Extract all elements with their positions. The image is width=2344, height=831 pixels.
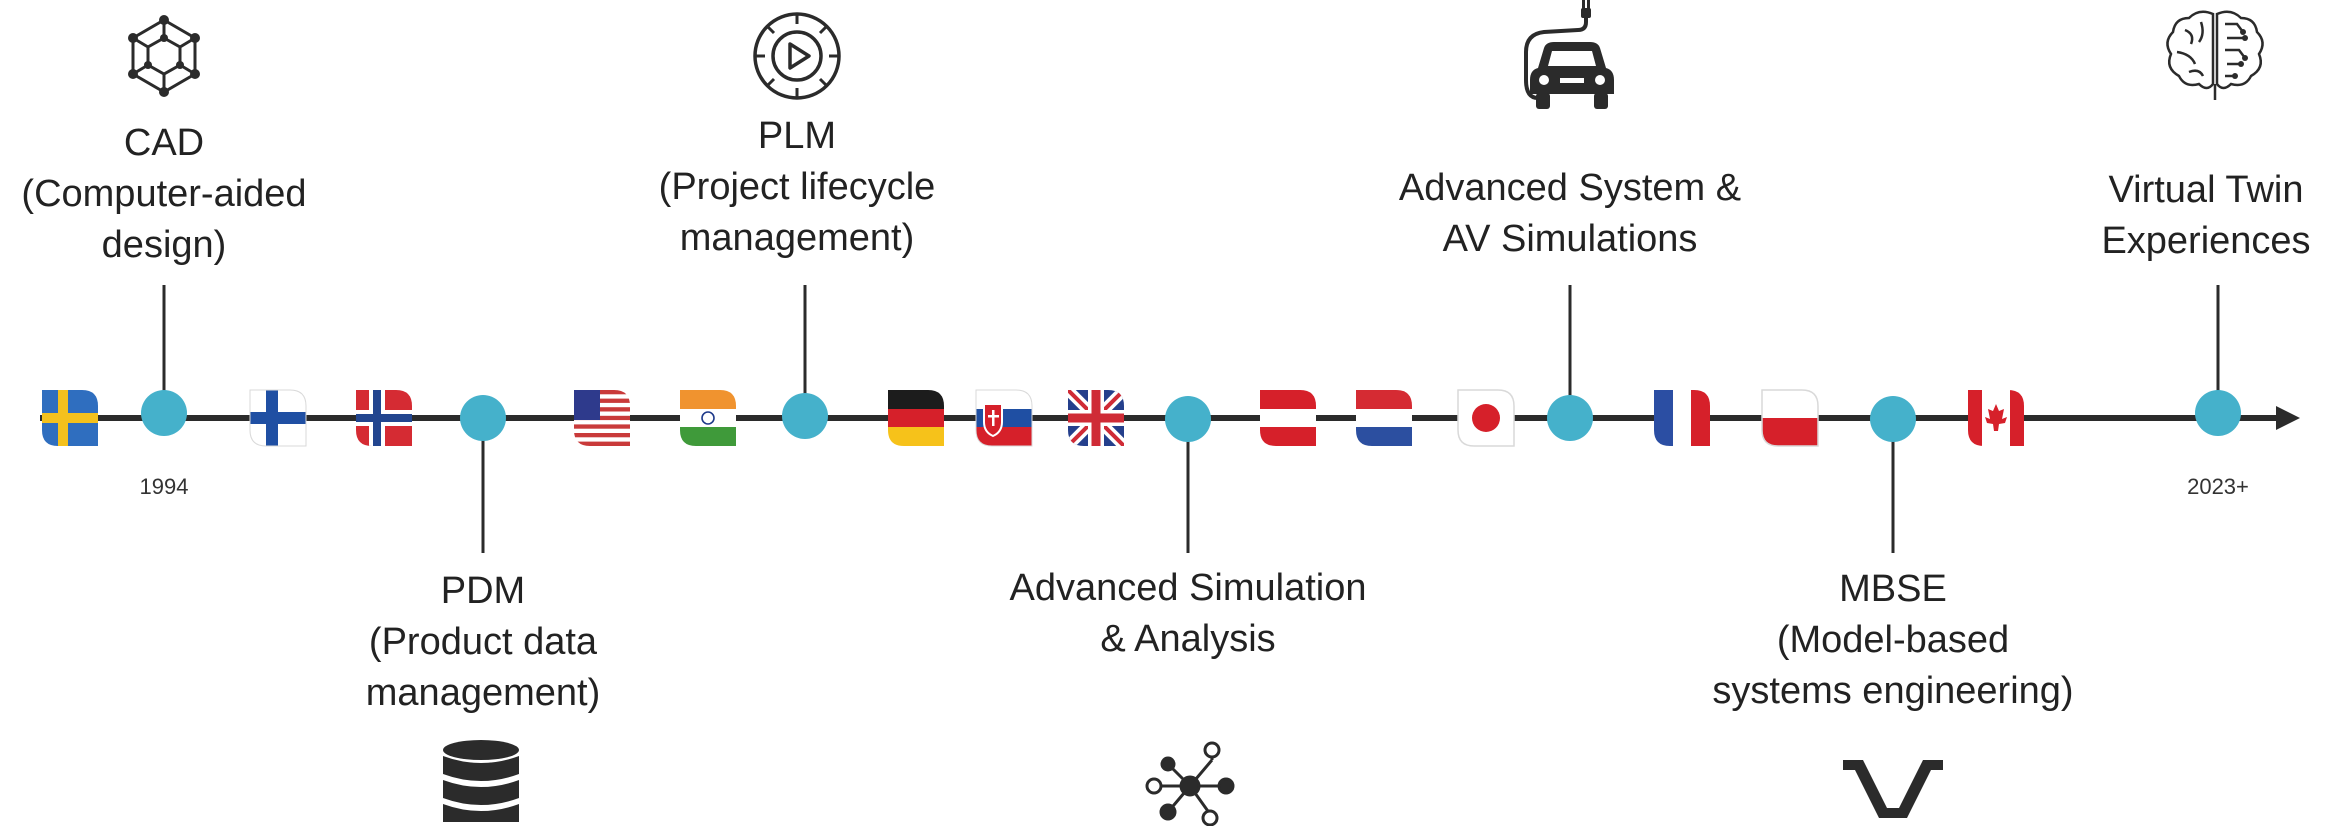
flag-slovakia	[975, 389, 1033, 447]
flag-germany	[888, 390, 944, 446]
flag-canada	[1968, 390, 2024, 446]
pdm-label-line: management)	[365, 672, 601, 714]
timeline-arrowhead	[2276, 406, 2300, 430]
adv-sim-label: Advanced Simulation & Analysis	[968, 563, 1408, 665]
adv-sys-label: Advanced System & AV Simulations	[1370, 163, 1770, 265]
mbse-label: MBSE (Model-based systems engineering)	[1683, 564, 2103, 717]
adv-sim-label-line: Advanced Simulation	[1009, 567, 1367, 609]
flag-sweden	[42, 390, 98, 446]
adv-sys-label-line: Advanced System &	[1398, 167, 1742, 209]
pdm-label-line: PDM	[440, 570, 526, 612]
flag-united-states	[574, 390, 630, 446]
node-network-icon	[1145, 741, 1235, 827]
flag-austria	[1260, 390, 1316, 446]
mbse-node	[1870, 396, 1916, 442]
adv-sim-node	[1165, 396, 1211, 442]
flag-finland	[249, 389, 307, 447]
mbse-label-line: MBSE	[1839, 568, 1947, 610]
pdm-label-line: (Product data	[368, 621, 598, 663]
mbse-label-line: systems engineering)	[1712, 670, 2074, 712]
electric-car-icon	[1524, 0, 1614, 109]
flag-united-kingdom	[1068, 390, 1124, 446]
flag-poland	[1761, 389, 1819, 447]
twin-label-line: Experiences	[2101, 220, 2311, 262]
cube-network-icon	[128, 15, 200, 97]
pdm-label: PDM (Product data management)	[323, 566, 643, 719]
ai-brain-icon	[2166, 10, 2264, 100]
cad-node	[141, 390, 187, 436]
twin-label-line: Virtual Twin	[2108, 169, 2304, 211]
plm-label-line: management)	[679, 217, 915, 259]
plm-node	[782, 393, 828, 439]
plm-label-line: PLM	[757, 115, 837, 157]
flag-japan	[1457, 389, 1515, 447]
pdm-node	[460, 395, 506, 441]
flag-netherlands	[1356, 390, 1412, 446]
cad-label: CAD (Computer-aided design)	[4, 118, 324, 271]
database-icon	[443, 740, 519, 822]
flag-france	[1654, 390, 1710, 446]
adv-sys-label-line: AV Simulations	[1442, 218, 1698, 260]
end-year-label: 2023+	[2187, 474, 2249, 499]
play-dial-icon	[753, 12, 841, 100]
mbse-label-line: (Model-based	[1776, 619, 2010, 661]
twin-node	[2195, 390, 2241, 436]
start-year-label: 1994	[140, 474, 189, 499]
v-model-icon	[1843, 760, 1943, 818]
adv-sys-node	[1547, 395, 1593, 441]
cad-label-line: CAD	[123, 122, 205, 164]
cad-label-line: design)	[101, 224, 227, 266]
cad-label-line: (Computer-aided	[21, 173, 307, 215]
twin-label: Virtual Twin Experiences	[2068, 165, 2344, 267]
plm-label-line: (Project lifecycle	[658, 166, 936, 208]
flag-india	[680, 390, 736, 446]
plm-label: PLM (Project lifecycle management)	[637, 111, 957, 264]
flag-norway	[356, 390, 412, 446]
adv-sim-label-line: & Analysis	[1100, 618, 1276, 660]
